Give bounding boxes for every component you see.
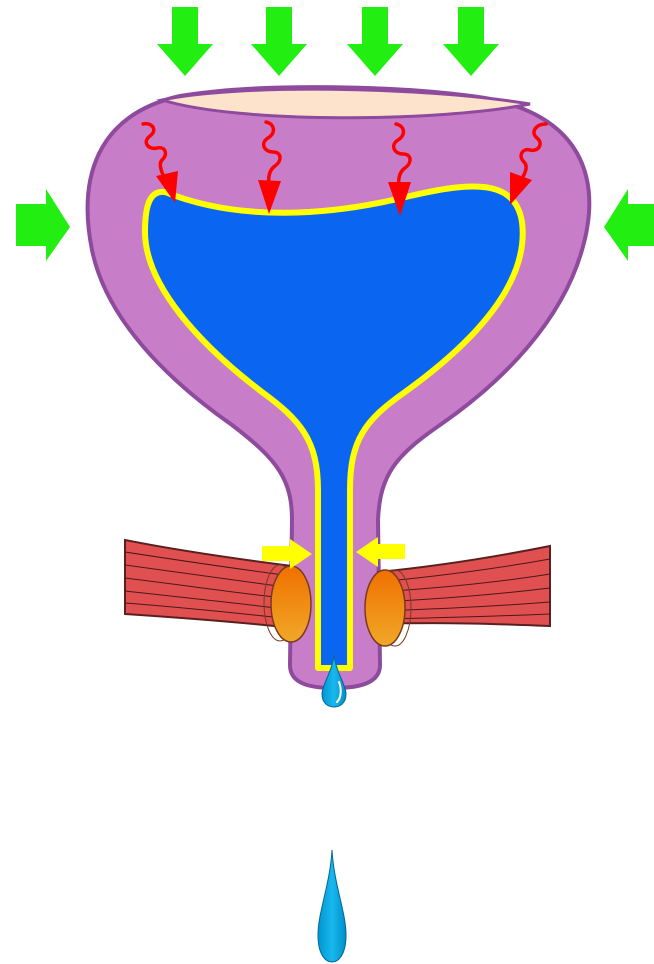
- down-arrow-icon: [157, 7, 213, 76]
- left-arrow-icon: [604, 189, 654, 261]
- falling-drop-icon: [318, 850, 346, 962]
- top-pressure-arrows: [157, 7, 499, 76]
- down-arrow-icon: [347, 7, 403, 76]
- down-arrow-icon: [251, 7, 307, 76]
- right-arrow-icon: [16, 189, 70, 261]
- down-arrow-icon: [443, 7, 499, 76]
